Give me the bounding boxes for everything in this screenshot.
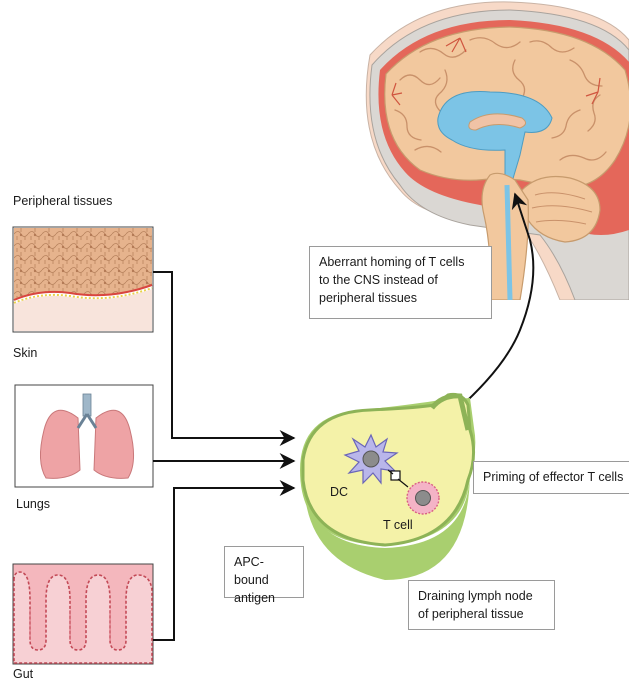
skin-illustration xyxy=(13,227,153,332)
draining-line-1: Draining lymph node xyxy=(418,587,545,605)
peripheral-tissues-label: Peripheral tissues xyxy=(13,193,112,209)
aberrant-homing-line-2: to the CNS instead of xyxy=(319,271,482,289)
priming-box: Priming of effector T cells xyxy=(473,461,629,494)
priming-text: Priming of effector T cells xyxy=(483,468,623,486)
apc-bound-line-1: APC-bound xyxy=(234,553,294,589)
aberrant-homing-box: Aberrant homing of T cells to the CNS in… xyxy=(309,246,492,319)
apc-bound-box: APC-bound antigen xyxy=(224,546,304,598)
dc-label: DC xyxy=(330,484,348,500)
aberrant-homing-line-1: Aberrant homing of T cells xyxy=(319,253,482,271)
lungs-label: Lungs xyxy=(16,496,50,512)
lungs-illustration xyxy=(15,385,153,487)
aberrant-homing-line-3: peripheral tissues xyxy=(319,289,482,307)
apc-bound-line-2: antigen xyxy=(234,589,294,607)
gut-label: Gut xyxy=(13,666,33,682)
skin-label: Skin xyxy=(13,345,37,361)
draining-lymph-box: Draining lymph node of peripheral tissue xyxy=(408,580,555,630)
t-cell xyxy=(407,482,439,514)
gut-illustration xyxy=(13,564,153,664)
t-cell-label: T cell xyxy=(383,517,413,533)
draining-line-2: of peripheral tissue xyxy=(418,605,545,623)
lymph-node xyxy=(300,394,475,580)
skin-connector-arrow xyxy=(153,272,294,438)
synapse-marker xyxy=(391,471,400,480)
